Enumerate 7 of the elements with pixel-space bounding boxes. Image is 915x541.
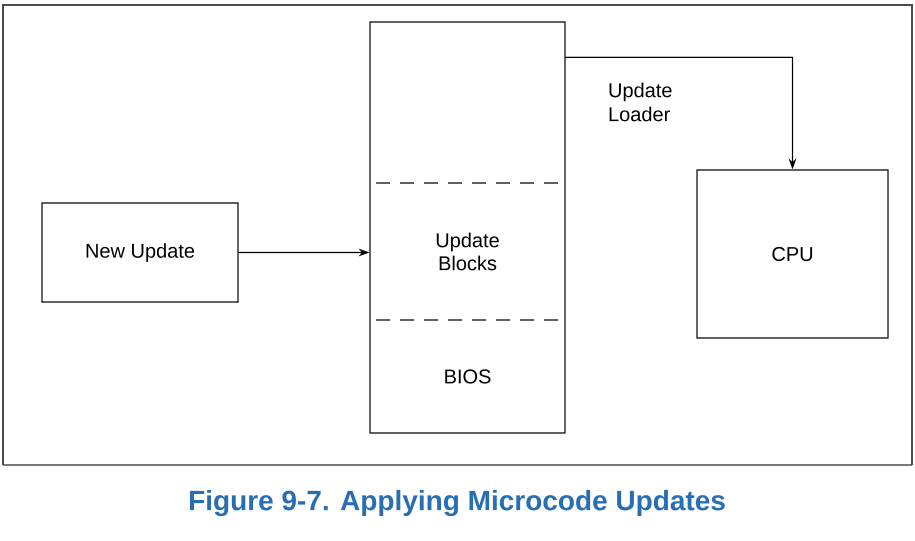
edge-label: Update Loader xyxy=(610,82,672,122)
memory-section: BIOS xyxy=(445,369,490,384)
process-box: New Update xyxy=(41,202,239,303)
process-box: CPU xyxy=(696,169,889,339)
figure-caption: Figure 9-7. Applying Microcode Updates xyxy=(190,490,725,516)
memory-column xyxy=(369,21,566,434)
memory-section: Update Blocks xyxy=(436,232,499,270)
